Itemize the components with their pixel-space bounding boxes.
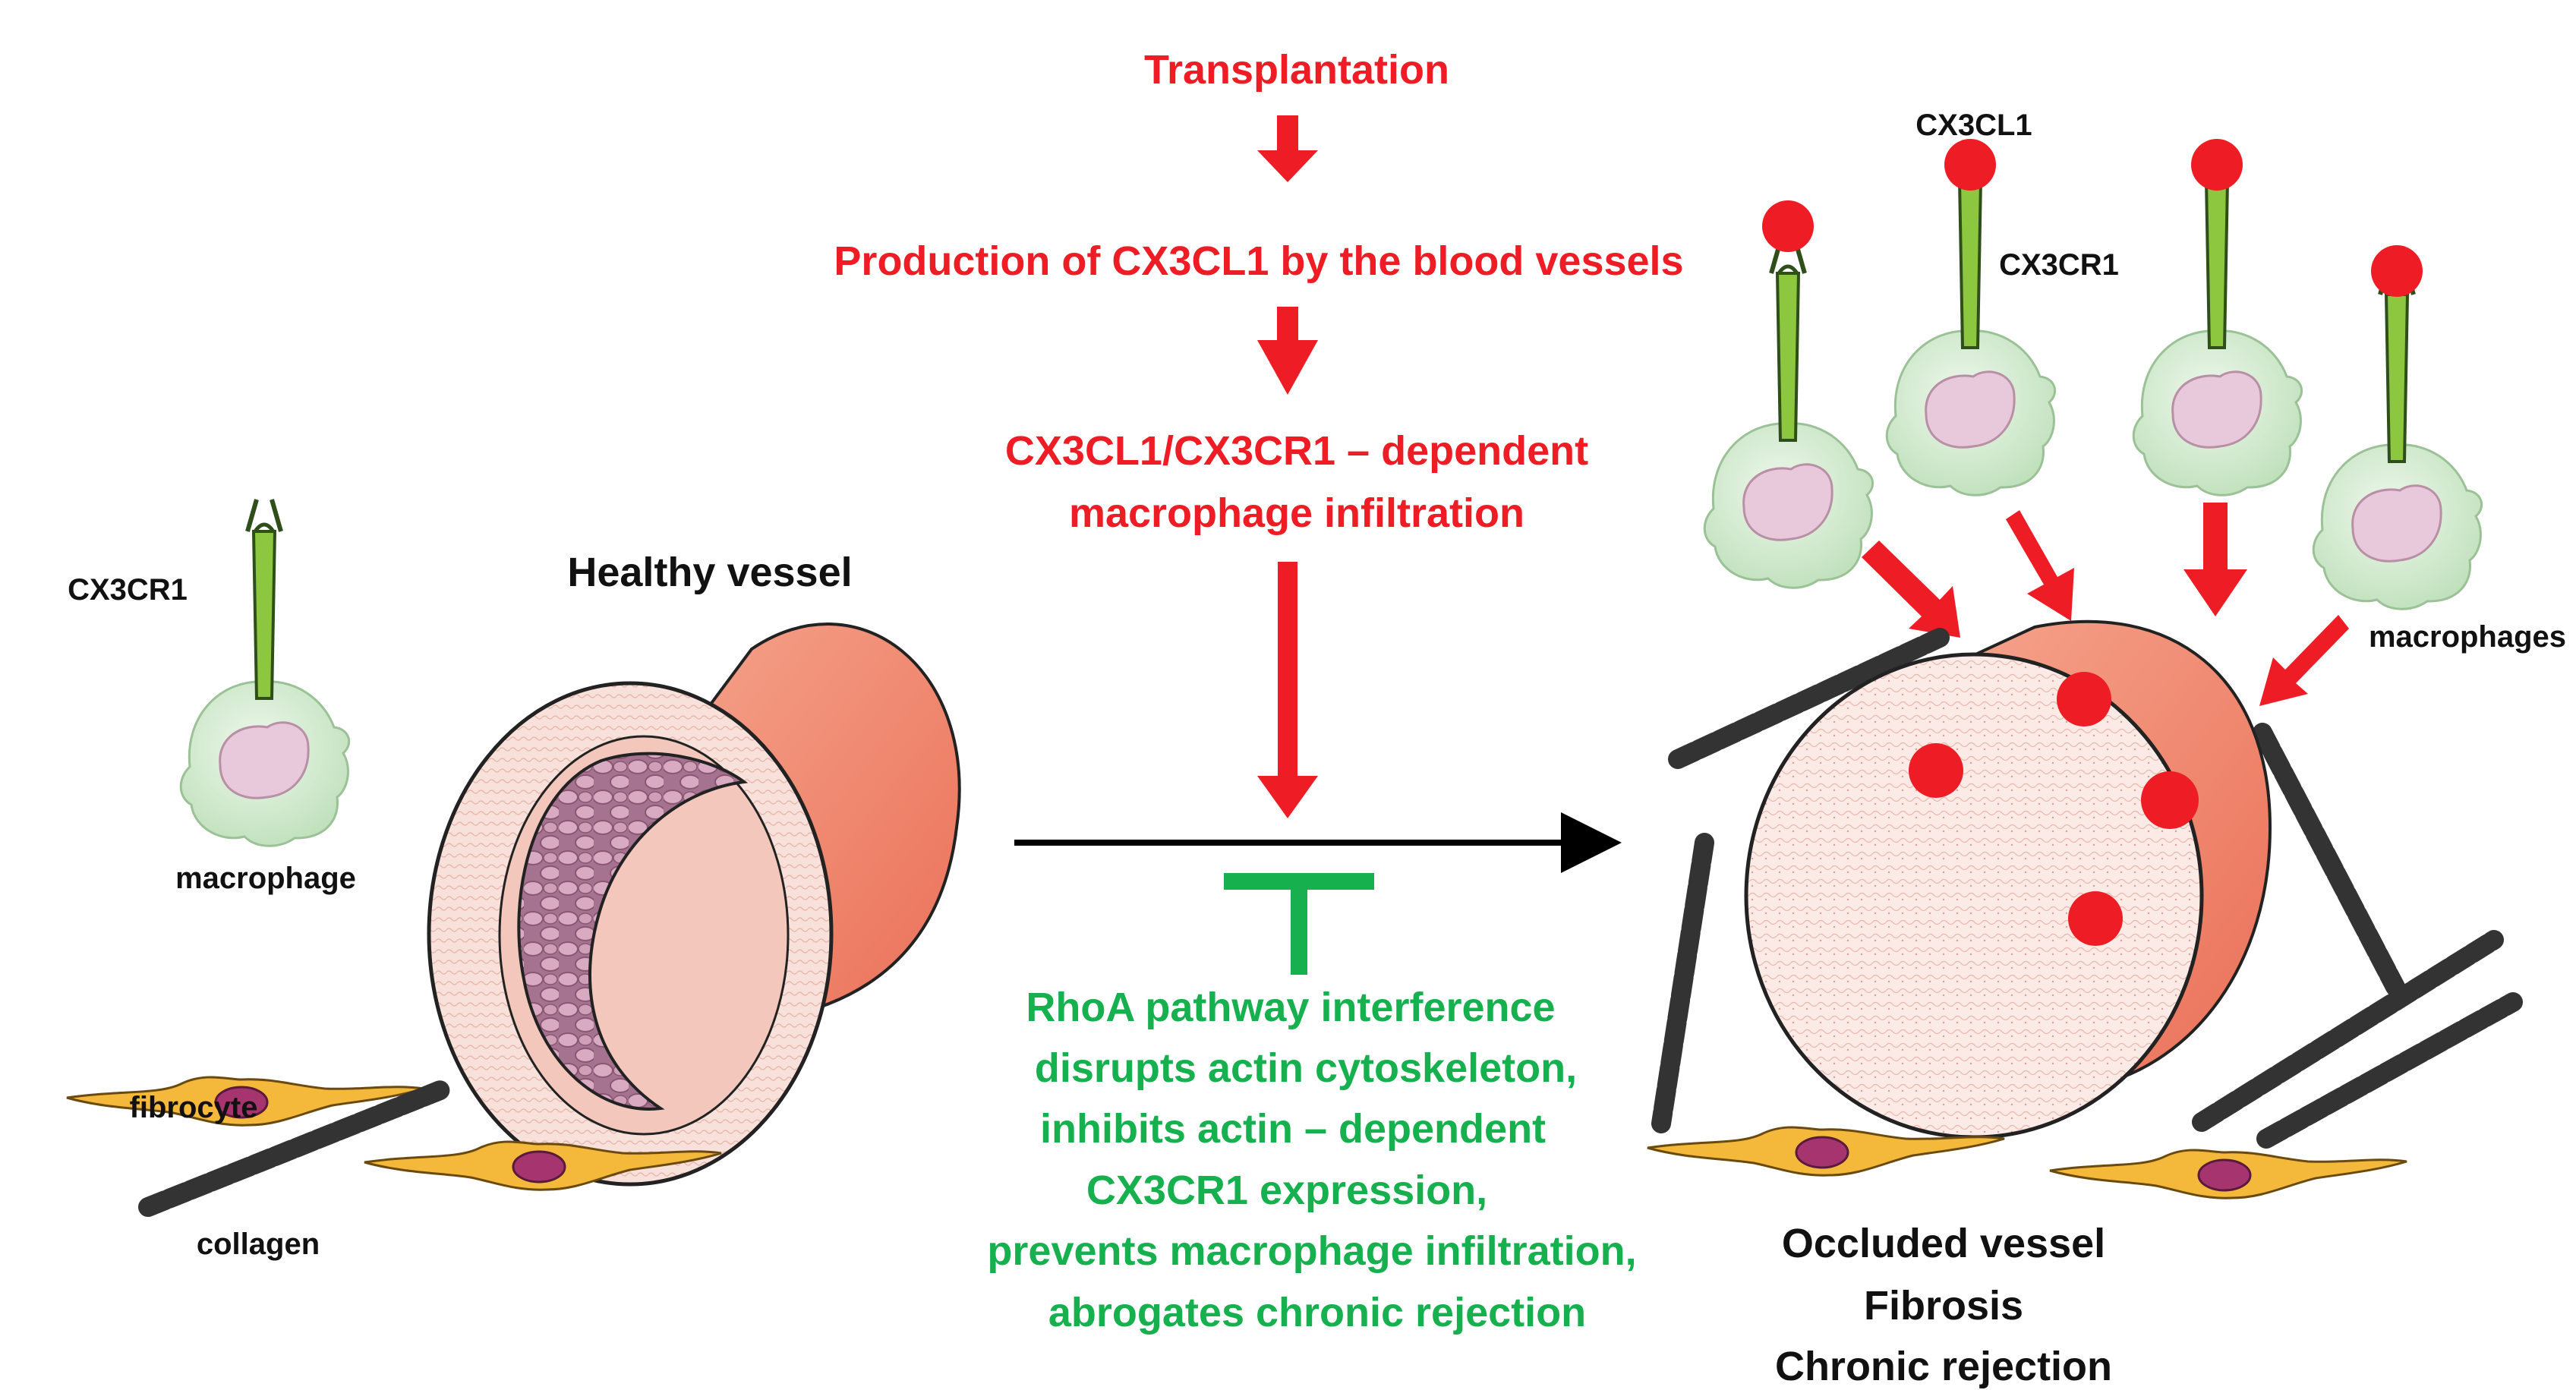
flow-step-transplantation: Transplantation — [1144, 47, 1449, 93]
occluded-vessel-icon — [1744, 619, 2272, 1139]
vessel-cx3cl1-dots — [1909, 672, 2199, 946]
arrow-down-3 — [1257, 562, 1318, 818]
inhibition-line-6: abrogates chronic rejection — [1048, 1290, 1586, 1335]
healthy-vessel-label: Healthy vessel — [567, 550, 852, 595]
right-macrophage-icon-4 — [2313, 263, 2481, 609]
right-macrophage-icon-3 — [2133, 149, 2301, 495]
right-ligand-4 — [2371, 245, 2423, 297]
flow-step-infiltration-line2: macrophage infiltration — [1069, 490, 1524, 536]
left-macrophage-icon — [181, 500, 348, 846]
flow-step-infiltration-line1: CX3CL1/CX3CR1 – dependent — [1005, 428, 1588, 474]
arrow-down-1 — [1257, 115, 1318, 182]
right-ligand-1 — [1762, 200, 1814, 252]
right-macrophages-label: macrophages — [2369, 620, 2566, 654]
inhibition-line-5: prevents macrophage infiltration, — [987, 1228, 1636, 1274]
right-ligand-2 — [1944, 139, 1996, 191]
right-cx3cl1-label: CX3CL1 — [1915, 109, 2032, 142]
inhibition-line-4: CX3CR1 expression, — [1086, 1168, 1487, 1213]
inhibition-line-2: disrupts actin cytoskeleton, — [1035, 1045, 1577, 1091]
right-fibrocyte-icon-2 — [2048, 1149, 2408, 1199]
right-ligand-3 — [2191, 139, 2243, 191]
left-collagen-label: collagen — [197, 1228, 320, 1261]
healthy-vessel-icon — [427, 623, 961, 1187]
right-macrophage-icon-2 — [1887, 149, 2054, 495]
inhibition-line-3: inhibits actin – dependent — [1040, 1106, 1546, 1152]
infiltration-arrows — [1862, 503, 2349, 706]
arrow-down-2 — [1257, 307, 1318, 395]
flow-step-cx3cl1-production: Production of CX3CL1 by the blood vessel… — [834, 238, 1683, 284]
inhibition-line-1: RhoA pathway interference — [1026, 985, 1555, 1030]
left-fibrocyte-label: fibrocyte — [130, 1091, 258, 1124]
left-cx3cr1-label: CX3CR1 — [68, 573, 188, 607]
right-cx3cr1-label: CX3CR1 — [1999, 248, 2119, 282]
inhibition-text: RhoA pathway interference disrupts actin… — [987, 985, 1636, 1335]
left-macrophage-label: macrophage — [175, 862, 356, 895]
outcome-occluded-vessel: Occluded vessel — [1782, 1221, 2105, 1266]
inhibition-bar-icon — [1224, 873, 1374, 975]
outcome-fibrosis: Fibrosis — [1864, 1283, 2023, 1329]
left-collagen-icon — [138, 1080, 450, 1217]
right-collagen-icon — [1651, 628, 2523, 1149]
right-macrophage-icon-1 — [1704, 241, 1872, 588]
outcome-chronic-rejection: Chronic rejection — [1775, 1344, 2112, 1389]
